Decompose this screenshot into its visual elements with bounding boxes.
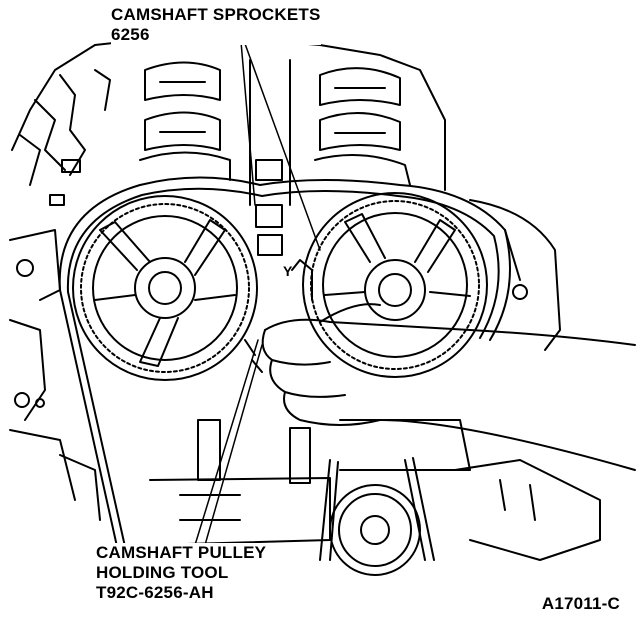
engine-front-cover (9, 199, 601, 561)
callout-sprockets-line1: CAMSHAFT SPROCKETS (111, 5, 321, 24)
camshaft-sprocket-left (72, 195, 258, 381)
hand-holding-tool (244, 303, 636, 471)
lower-components (149, 419, 471, 576)
callout-tool-line1: CAMSHAFT PULLEY (96, 543, 267, 562)
callout-sprockets-line2: 6256 (111, 25, 150, 44)
callout-tool-line2: HOLDING TOOL (96, 563, 229, 582)
figure-id: A17011-C (541, 594, 620, 614)
cylinder-head (11, 34, 446, 301)
sprocket-timing-mark: Y (283, 263, 293, 279)
callout-camshaft-sprockets: CAMSHAFT SPROCKETS 6256 (111, 5, 321, 45)
camshaft-sprocket-right (302, 192, 488, 378)
leader-lines (194, 29, 321, 546)
callout-holding-tool: CAMSHAFT PULLEY HOLDING TOOL T92C-6256-A… (96, 543, 267, 603)
callout-tool-line3: T92C-6256-AH (96, 583, 214, 602)
